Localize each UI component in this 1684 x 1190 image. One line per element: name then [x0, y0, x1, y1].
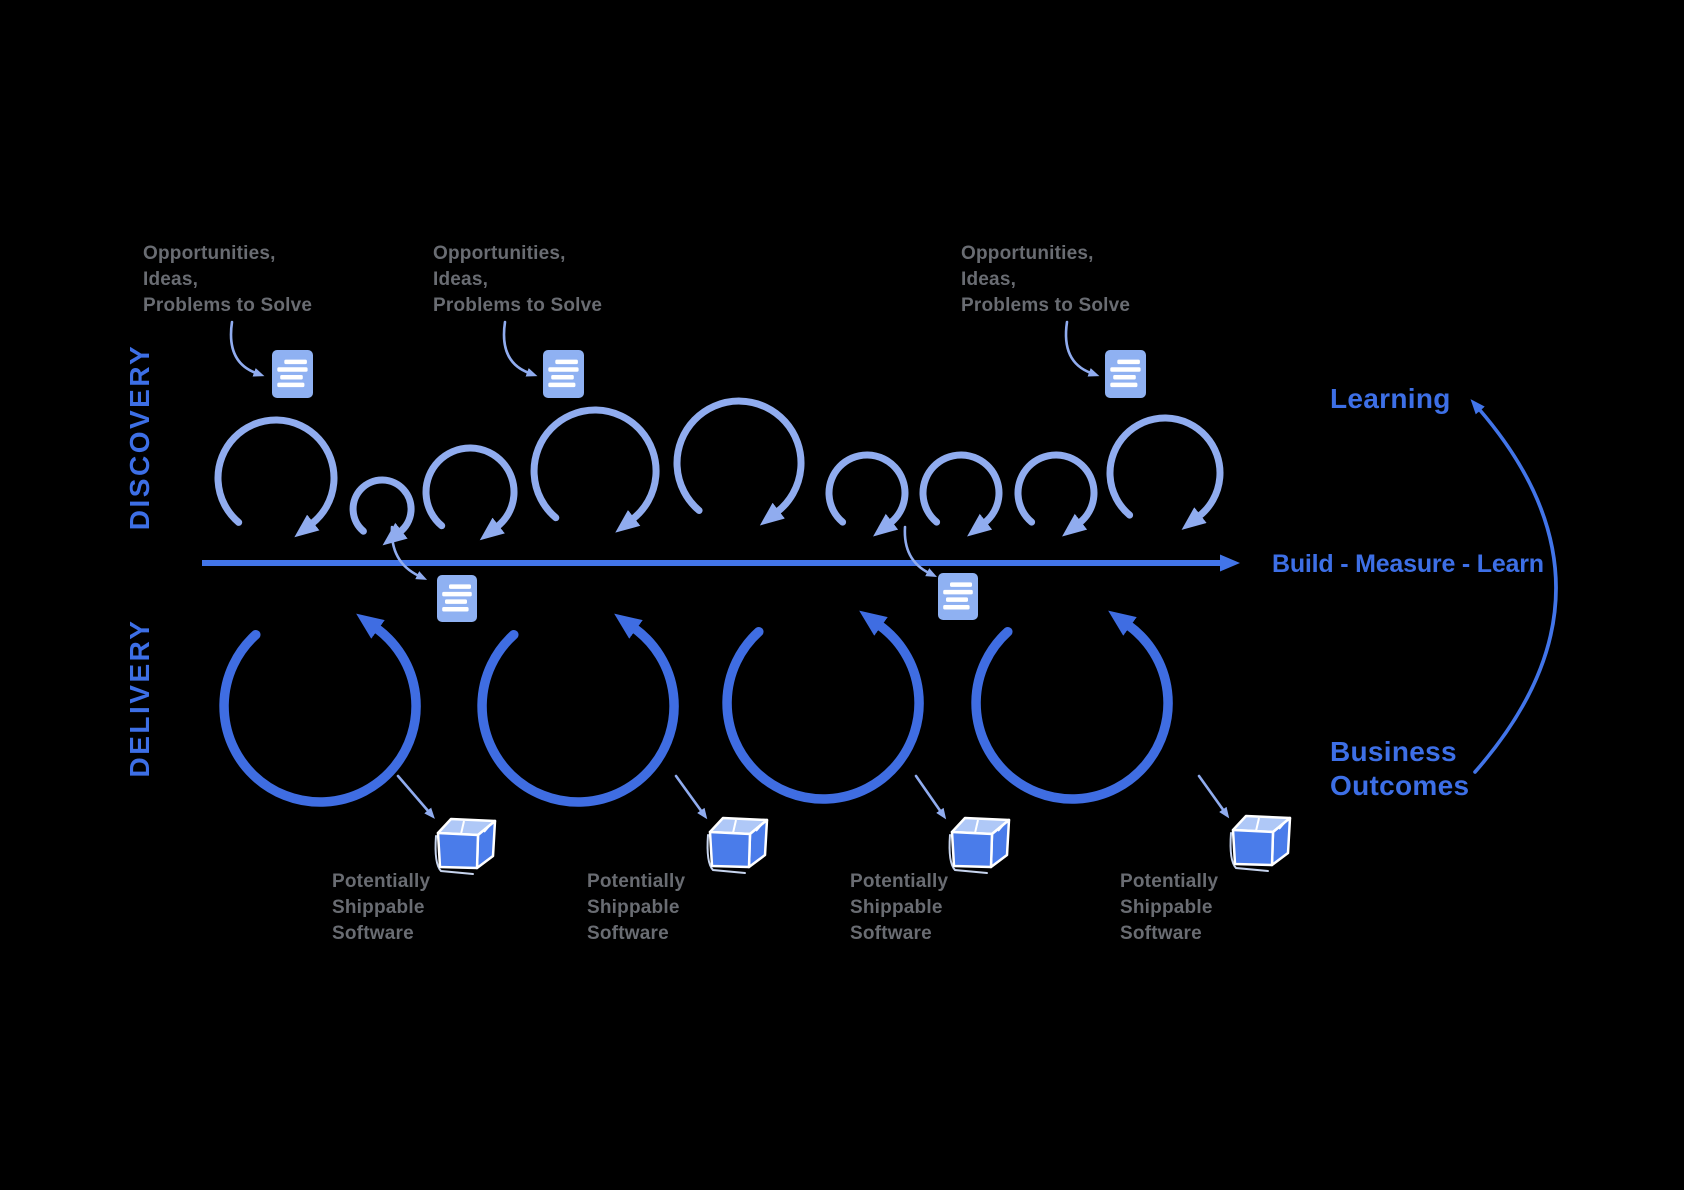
opportunity-note: Opportunities, Ideas, Problems to Solve: [433, 243, 603, 316]
package-box-icon: [434, 817, 497, 875]
delivery-track-label: DELIVERY: [124, 618, 155, 778]
note-arrow: [502, 320, 538, 377]
delivery-loop: [477, 613, 679, 807]
opportunity-note: Opportunities, Ideas, Problems to Solve: [143, 243, 313, 316]
package-box-icon: [1229, 814, 1292, 872]
discovery-loop: [673, 397, 805, 526]
document-icon: [272, 350, 313, 398]
discovery-loop: [214, 416, 338, 538]
package-box-icon: [948, 816, 1011, 874]
feedback-arc-arrow: [1470, 399, 1558, 774]
learning-label: Learning: [1330, 383, 1451, 414]
opportunity-note: Opportunities, Ideas, Problems to Solve: [961, 243, 1131, 316]
shippable-software-note: Potentially Shippable Software: [587, 871, 686, 944]
build-measure-learn-label: Build - Measure - Learn: [1272, 550, 1544, 578]
delivery-loop: [971, 610, 1173, 804]
note-arrow: [903, 525, 938, 578]
discovery-loop: [530, 406, 660, 533]
package-box-icon: [706, 816, 769, 874]
note-arrow: [390, 525, 428, 580]
business-outcomes-label: Business Outcomes: [1330, 736, 1470, 801]
document-icon: [1105, 350, 1146, 398]
document-icon: [543, 350, 584, 398]
discovery-track-label: DISCOVERY: [124, 343, 155, 531]
discovery-loop: [422, 444, 518, 541]
box-arrow: [914, 774, 947, 820]
box-arrow: [396, 774, 435, 819]
discovery-loop: [1014, 451, 1098, 537]
shippable-software-note: Potentially Shippable Software: [850, 871, 949, 944]
document-icon: [437, 575, 477, 622]
document-icon: [938, 573, 978, 620]
box-arrow: [674, 774, 708, 820]
discovery-loop: [919, 451, 1003, 537]
delivery-loop: [722, 610, 924, 804]
discovery-loop: [1106, 414, 1224, 530]
shippable-software-note: Potentially Shippable Software: [332, 871, 431, 944]
discovery-loop: [825, 451, 909, 537]
shippable-software-note: Potentially Shippable Software: [1120, 871, 1219, 944]
note-arrow: [1064, 320, 1100, 377]
delivery-loop: [219, 613, 421, 807]
note-arrow: [229, 320, 265, 377]
discovery-loop: [349, 476, 415, 546]
box-arrow: [1197, 774, 1230, 819]
